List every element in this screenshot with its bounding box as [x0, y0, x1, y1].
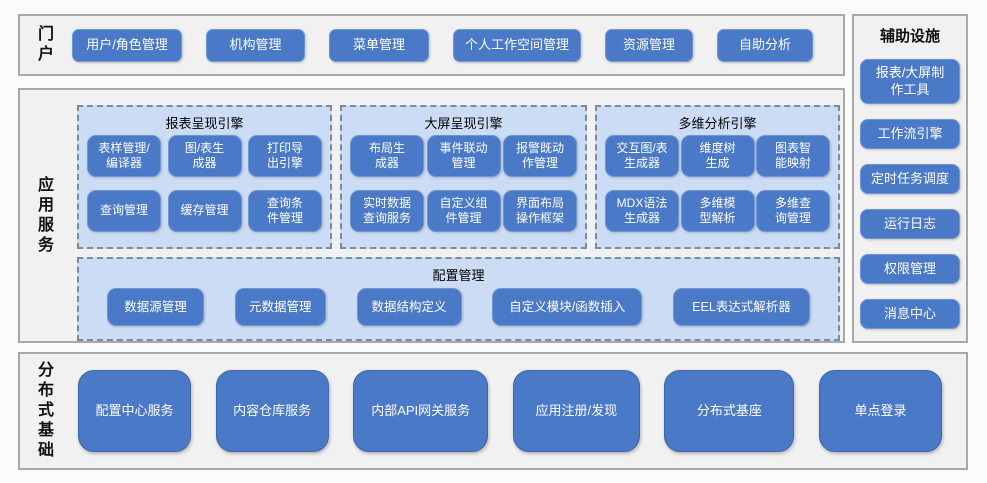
btn-ui-layout-framework[interactable]: 界面布局 操作框架	[503, 190, 577, 232]
btn-interactive-chart-generator[interactable]: 交互图/表 生成器	[605, 135, 679, 177]
btn-datasource-mgmt[interactable]: 数据源管理	[107, 288, 204, 326]
report-engine-grid: 表样管理/ 编译器 图/表生 成器 打印导 出引擎 查询管理 缓存管理 查询条 …	[79, 134, 330, 232]
portal-label: 门户	[35, 25, 52, 65]
report-engine-panel: 报表呈现引擎 表样管理/ 编译器 图/表生 成器 打印导 出引擎 查询管理 缓存…	[77, 105, 332, 249]
btn-query-condition-mgmt[interactable]: 查询条 件管理	[248, 190, 322, 232]
btn-query-mgmt[interactable]: 查询管理	[87, 190, 161, 232]
btn-cache-mgmt[interactable]: 缓存管理	[167, 190, 242, 232]
distributed-button-row: 配置中心服务 内容仓库服务 内部API网关服务 应用注册/发现 分布式基座 单点…	[78, 354, 942, 468]
bigscreen-engine-panel: 大屏呈现引擎 布局生 成器 事件联动 管理 报警既动 作管理 实时数据 查询服务…	[340, 105, 587, 249]
btn-message-center[interactable]: 消息中心	[860, 299, 960, 329]
config-mgmt-panel: 配置管理 数据源管理 元数据管理 数据结构定义 自定义模块/函数插入 EEL表达…	[77, 257, 840, 341]
btn-realtime-data-query-service[interactable]: 实时数据 查询服务	[350, 190, 424, 232]
olap-engine-panel: 多维分析引擎 交互图/表 生成器 维度树 生成 图表智 能映射 MDX语法 生成…	[595, 105, 840, 249]
btn-menu-mgmt[interactable]: 菜单管理	[329, 28, 429, 62]
btn-personal-workspace-mgmt[interactable]: 个人工作空间管理	[453, 28, 581, 62]
btn-app-register-discovery[interactable]: 应用注册/发现	[512, 370, 640, 452]
auxiliary-section: 辅助设施 报表/大屏制 作工具 工作流引擎 定时任务调度 运行日志 权限管理 消…	[852, 14, 968, 343]
btn-run-logs[interactable]: 运行日志	[860, 209, 960, 239]
btn-print-export-engine[interactable]: 打印导 出引擎	[248, 135, 322, 177]
btn-metadata-mgmt[interactable]: 元数据管理	[234, 288, 326, 326]
portal-button-row: 用户/角色管理 机构管理 菜单管理 个人工作空间管理 资源管理 自助分析	[72, 16, 813, 74]
btn-alarm-action-mgmt[interactable]: 报警既动 作管理	[503, 135, 577, 177]
report-engine-title: 报表呈现引擎	[165, 116, 244, 131]
btn-mdx-syntax-generator[interactable]: MDX语法 生成器	[605, 190, 679, 232]
app-services-section: 应用服务 报表呈现引擎 表样管理/ 编译器 图/表生 成器 打印导 出引擎 查询…	[18, 88, 845, 343]
btn-internal-api-gateway-service[interactable]: 内部API网关服务	[353, 370, 489, 452]
btn-workflow-engine[interactable]: 工作流引擎	[860, 119, 960, 149]
btn-layout-generator[interactable]: 布局生 成器	[350, 135, 424, 177]
btn-self-service-analysis[interactable]: 自助分析	[717, 28, 813, 62]
btn-event-linkage-mgmt[interactable]: 事件联动 管理	[426, 135, 501, 177]
btn-data-structure-definition[interactable]: 数据结构定义	[356, 288, 462, 326]
btn-permission-mgmt[interactable]: 权限管理	[860, 254, 960, 284]
btn-org-mgmt[interactable]: 机构管理	[206, 28, 305, 62]
btn-dimension-tree-generation[interactable]: 维度树 生成	[680, 135, 755, 177]
bigscreen-engine-grid: 布局生 成器 事件联动 管理 报警既动 作管理 实时数据 查询服务 自定义组 件…	[342, 134, 585, 232]
btn-eel-expression-parser[interactable]: EEL表达式解析器	[673, 288, 810, 326]
app-services-label: 应用服务	[35, 175, 52, 256]
btn-single-sign-on[interactable]: 单点登录	[818, 370, 942, 452]
distributed-section: 分布式基础 配置中心服务 内容仓库服务 内部API网关服务 应用注册/发现 分布…	[18, 352, 968, 470]
btn-chart-smart-mapping[interactable]: 图表智 能映射	[756, 135, 830, 177]
btn-resource-mgmt[interactable]: 资源管理	[605, 28, 693, 62]
btn-scheduled-task-scheduling[interactable]: 定时任务调度	[860, 164, 960, 194]
btn-chart-table-generator[interactable]: 图/表生 成器	[167, 135, 242, 177]
portal-section: 门户 用户/角色管理 机构管理 菜单管理 个人工作空间管理 资源管理 自助分析	[18, 14, 845, 76]
config-mgmt-row: 数据源管理 元数据管理 数据结构定义 自定义模块/函数插入 EEL表达式解析器	[79, 286, 838, 326]
distributed-label: 分布式基础	[35, 361, 52, 461]
btn-custom-module-function-insert[interactable]: 自定义模块/函数插入	[492, 288, 643, 326]
olap-engine-grid: 交互图/表 生成器 维度树 生成 图表智 能映射 MDX语法 生成器 多维模 型…	[597, 134, 838, 232]
btn-distributed-base[interactable]: 分布式基座	[664, 370, 795, 452]
btn-content-repo-service[interactable]: 内容仓库服务	[215, 370, 329, 452]
auxiliary-title: 辅助设施	[879, 28, 940, 45]
config-mgmt-title: 配置管理	[432, 268, 485, 283]
btn-config-center-service[interactable]: 配置中心服务	[78, 370, 191, 452]
btn-custom-component-mgmt[interactable]: 自定义组 件管理	[426, 190, 501, 232]
btn-multidim-model-parsing[interactable]: 多维模 型解析	[680, 190, 755, 232]
btn-user-role-mgmt[interactable]: 用户/角色管理	[72, 28, 182, 62]
olap-engine-title: 多维分析引擎	[678, 116, 757, 131]
btn-report-style-mgmt-compiler[interactable]: 表样管理/ 编译器	[87, 135, 161, 177]
btn-multidim-query-mgmt[interactable]: 多维查 询管理	[756, 190, 830, 232]
bigscreen-engine-title: 大屏呈现引擎	[424, 116, 503, 131]
auxiliary-column: 报表/大屏制 作工具 工作流引擎 定时任务调度 运行日志 权限管理 消息中心	[854, 46, 966, 329]
btn-report-bigscreen-tool[interactable]: 报表/大屏制 作工具	[860, 59, 960, 104]
